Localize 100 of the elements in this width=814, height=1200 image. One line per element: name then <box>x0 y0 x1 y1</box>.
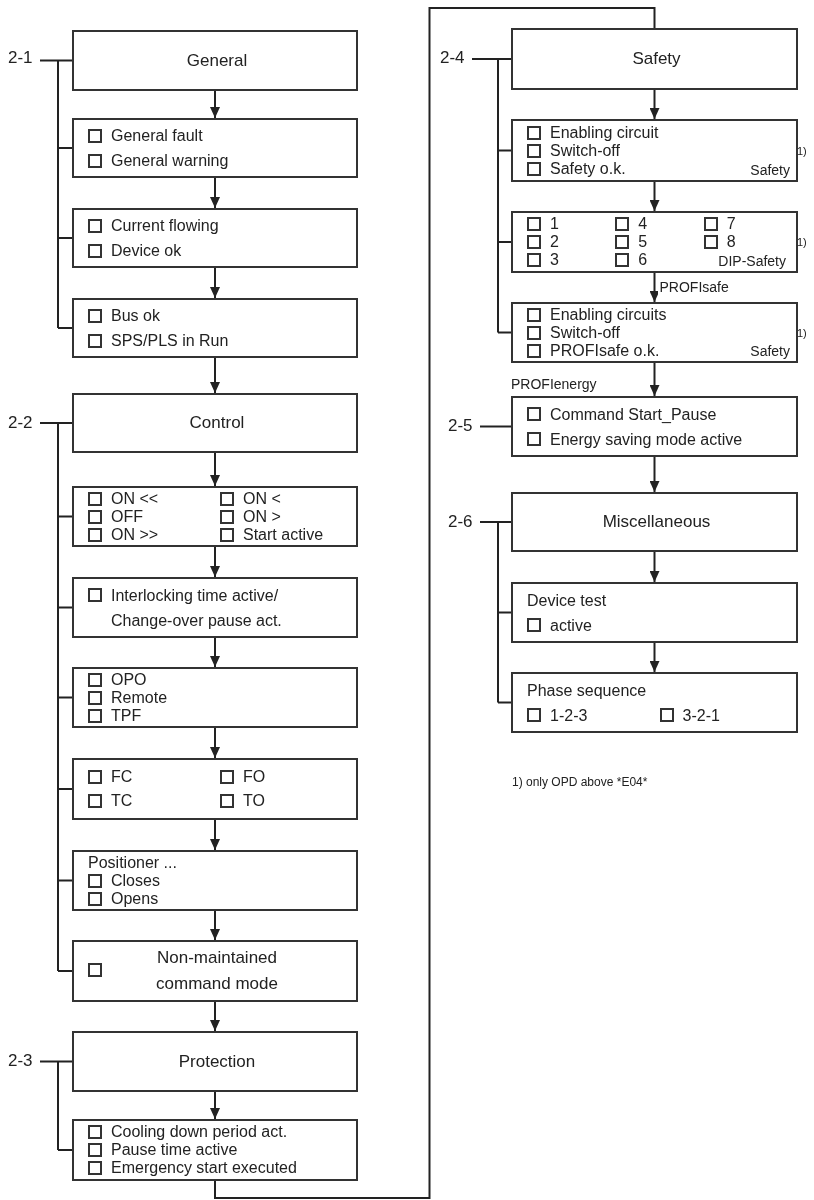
status-box <box>72 667 358 728</box>
tag-text: Safety <box>750 162 790 178</box>
arrow <box>649 551 660 583</box>
section-number: 2-6 <box>448 512 473 532</box>
status-label: Energy saving mode active <box>550 429 743 450</box>
status-label: ON > <box>243 507 281 526</box>
status-label: SPS/PLS in Run <box>111 331 229 351</box>
arrow <box>210 546 220 578</box>
menu-heading-box <box>72 393 358 453</box>
menu-heading-box <box>72 30 358 91</box>
status-label: Interlocking time active/ Change-over pause act. <box>111 585 283 631</box>
status-label: Pause time active <box>111 1141 238 1159</box>
status-label: TPF <box>111 706 142 725</box>
arrow <box>649 456 660 493</box>
status-label: Emergency start executed <box>111 1159 297 1177</box>
status-label: 3-2-1 <box>682 705 720 726</box>
group-heading: Positioner ... <box>88 853 178 872</box>
status-label: 8 <box>726 233 736 251</box>
arrow <box>210 267 220 299</box>
status-label: 1-2-3 <box>550 705 588 726</box>
heading-text: Miscellaneous <box>602 512 711 532</box>
status-label: 1 <box>550 215 559 233</box>
status-label: TO <box>243 791 265 811</box>
status-label: FO <box>243 767 266 787</box>
status-box <box>511 582 798 643</box>
status-label: Closes <box>111 871 160 890</box>
status-label: Switch-off <box>550 141 620 160</box>
arrow <box>210 1001 220 1032</box>
section-number: 2-4 <box>440 48 465 68</box>
tag-text: Safety <box>750 343 790 359</box>
status-label: Enabling circuit <box>550 123 659 142</box>
status-label: Non-maintained command mode <box>155 947 279 995</box>
status-label: Remote <box>111 688 168 707</box>
arrow <box>649 642 660 673</box>
arrow <box>210 177 220 209</box>
footnote: 1) only OPD above *E04* <box>512 775 648 789</box>
status-box <box>72 298 358 358</box>
status-label: PROFIsafe o.k. <box>550 341 660 360</box>
footnote-mark: 1) <box>797 236 807 248</box>
status-label: active <box>550 615 592 636</box>
edge-label: PROFIsafe <box>657 278 731 295</box>
footnote-mark: 1) <box>797 326 807 339</box>
status-box <box>72 208 358 268</box>
tag-text: DIP-Safety <box>718 253 786 269</box>
status-label: 2 <box>550 233 559 251</box>
status-label: Current flowing <box>111 216 219 236</box>
status-label: 4 <box>638 215 648 233</box>
arrow <box>649 272 660 303</box>
status-label: OPO <box>111 670 147 689</box>
heading-text: General <box>186 50 248 71</box>
section-number: 2-5 <box>448 416 473 436</box>
status-label: Bus ok <box>111 306 160 326</box>
arrow <box>210 819 220 851</box>
footnote-mark: 1) <box>797 144 807 157</box>
status-box <box>72 758 358 820</box>
arrow <box>210 727 220 759</box>
connector-line <box>214 7 656 1199</box>
status-label: Command Start_Pause <box>550 404 717 425</box>
status-box <box>72 1119 358 1181</box>
edge-label: PROFIenergy <box>509 376 599 392</box>
arrow <box>649 181 660 212</box>
status-label: 6 <box>638 251 648 269</box>
arrow <box>210 357 220 394</box>
arrow <box>210 637 220 668</box>
status-box <box>511 672 798 733</box>
status-box <box>72 850 358 911</box>
status-label: ON < <box>243 489 281 508</box>
status-label: General fault <box>111 126 203 146</box>
status-box <box>72 577 358 638</box>
status-box <box>511 396 798 457</box>
status-box <box>72 486 358 547</box>
group-heading: Device test <box>527 590 608 611</box>
heading-text: Control <box>189 413 245 433</box>
menu-heading-box <box>511 28 798 90</box>
status-label: Switch-off <box>550 323 620 342</box>
menu-heading-box <box>72 1031 358 1092</box>
menu-heading-box <box>511 492 798 552</box>
status-label: Opens <box>111 889 159 908</box>
status-label: ON << <box>111 489 159 508</box>
section-number: 2-3 <box>8 1051 33 1071</box>
status-box <box>72 940 358 1002</box>
group-heading: Phase sequence <box>527 680 648 701</box>
arrow <box>210 1091 220 1120</box>
status-label: ON >> <box>111 525 159 544</box>
status-label: Safety o.k. <box>550 159 626 178</box>
status-box <box>72 118 358 178</box>
status-label: Enabling circuits <box>550 305 667 324</box>
arrow <box>210 452 220 487</box>
status-label: General warning <box>111 151 229 171</box>
section-number: 2-1 <box>8 48 33 68</box>
status-label: TC <box>111 791 133 811</box>
status-label: Device ok <box>111 241 182 261</box>
arrow <box>210 90 220 119</box>
arrow <box>649 89 660 120</box>
heading-text: Safety <box>632 49 681 69</box>
arrow <box>210 910 220 941</box>
status-label: Start active <box>243 525 324 544</box>
status-label: 5 <box>638 233 648 251</box>
status-label: FC <box>111 767 133 787</box>
status-label: OFF <box>111 507 143 526</box>
